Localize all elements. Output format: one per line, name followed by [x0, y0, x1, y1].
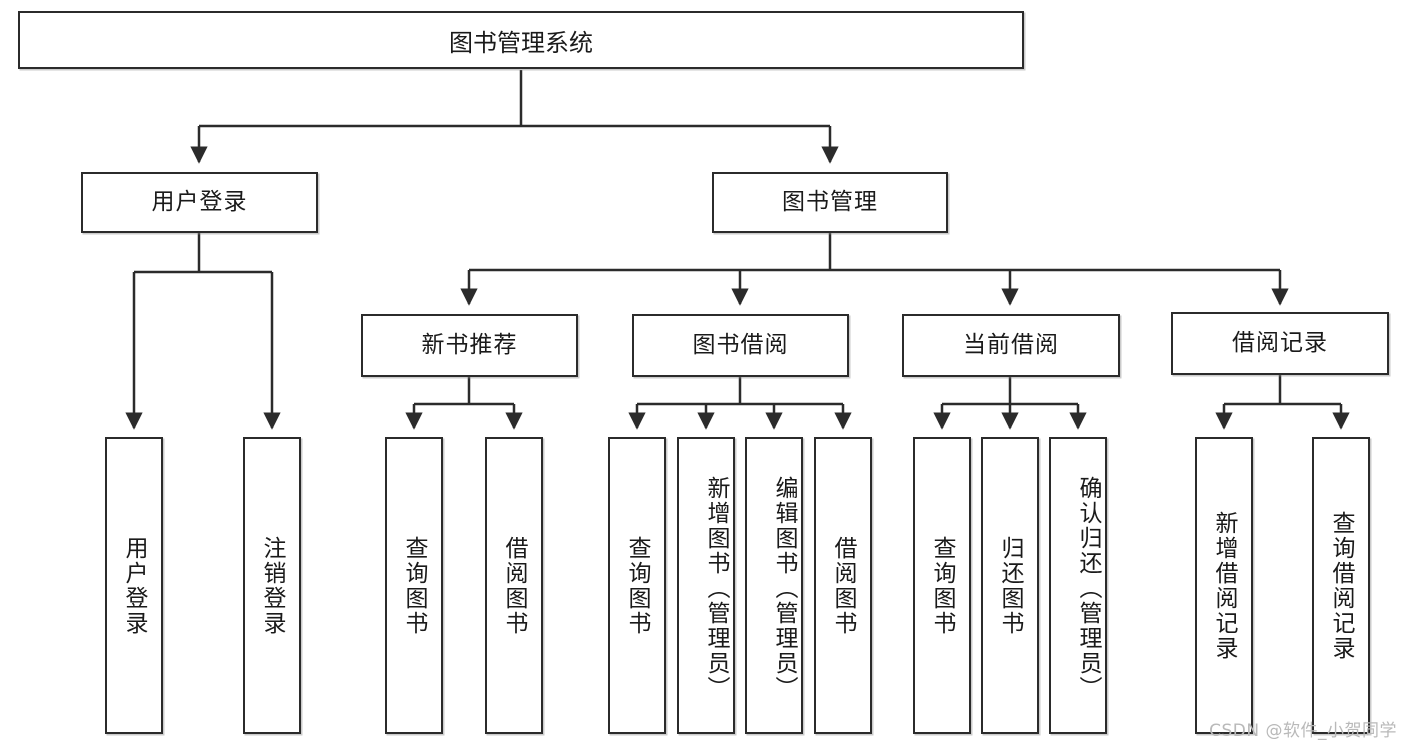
- leaf-borrow-borrow-book[interactable]: 借阅图书: [814, 437, 872, 734]
- node-label: 借阅记录: [1232, 329, 1328, 356]
- leaf-borrow-edit-book-admin[interactable]: 编辑图书（管理员）: [745, 437, 803, 734]
- leaf-recommend-borrow-book[interactable]: 借阅图书: [485, 437, 543, 734]
- leaf-borrow-add-book-admin[interactable]: 新增图书（管理员）: [677, 437, 735, 734]
- leaf-current-confirm-return-admin[interactable]: 确认归还（管理员）: [1049, 437, 1107, 734]
- node-label: 编辑图书（管理员）: [771, 476, 797, 701]
- node-root-book-management-system[interactable]: 图书管理系统: [18, 11, 1024, 69]
- leaf-user-login-logout[interactable]: 注销登录: [243, 437, 301, 734]
- node-user-login[interactable]: 用户登录: [81, 172, 318, 233]
- node-label: 查询借阅记录: [1328, 510, 1354, 661]
- node-book-management[interactable]: 图书管理: [712, 172, 948, 233]
- watermark-text: CSDN @软件_小贺同学: [1209, 721, 1397, 741]
- leaf-record-add-borrow-record[interactable]: 新增借阅记录: [1195, 437, 1253, 734]
- node-label: 查询图书: [929, 535, 955, 636]
- node-book-borrow[interactable]: 图书借阅: [632, 314, 849, 377]
- node-label: 用户登录: [151, 188, 248, 215]
- node-new-book-recommend[interactable]: 新书推荐: [361, 314, 578, 377]
- leaf-user-login-login[interactable]: 用户登录: [105, 437, 163, 734]
- node-label: 确认归还（管理员）: [1075, 476, 1101, 701]
- node-label: 借阅图书: [830, 535, 856, 636]
- node-label: 新增图书（管理员）: [703, 476, 729, 701]
- node-label: 图书管理: [782, 188, 878, 215]
- node-label: 图书管理系统: [449, 28, 593, 57]
- leaf-borrow-query-book[interactable]: 查询图书: [608, 437, 666, 734]
- node-borrow-record[interactable]: 借阅记录: [1171, 312, 1389, 375]
- leaf-record-query-borrow-record[interactable]: 查询借阅记录: [1312, 437, 1370, 734]
- node-label: 新书推荐: [421, 331, 518, 358]
- node-label: 用户登录: [121, 535, 147, 636]
- node-label: 查询图书: [624, 535, 650, 636]
- node-label: 归还图书: [997, 535, 1023, 636]
- leaf-recommend-query-book[interactable]: 查询图书: [385, 437, 443, 734]
- node-label: 借阅图书: [501, 535, 527, 636]
- node-label: 注销登录: [259, 535, 285, 636]
- node-current-borrow[interactable]: 当前借阅: [902, 314, 1120, 377]
- node-label: 当前借阅: [963, 331, 1059, 358]
- node-label: 查询图书: [401, 535, 427, 636]
- node-label: 图书借阅: [692, 331, 789, 358]
- leaf-current-return-book[interactable]: 归还图书: [981, 437, 1039, 734]
- node-label: 新增借阅记录: [1211, 510, 1237, 661]
- leaf-current-query-book[interactable]: 查询图书: [913, 437, 971, 734]
